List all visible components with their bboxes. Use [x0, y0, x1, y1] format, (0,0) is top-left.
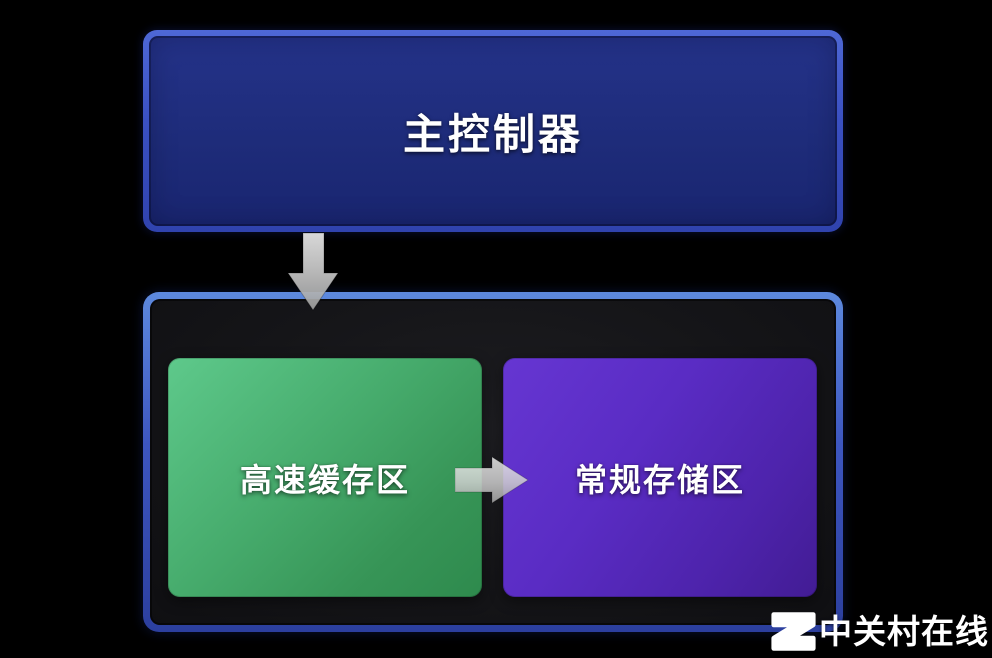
cache-box: 高速缓存区: [168, 358, 482, 597]
storage-panel-fill: 高速缓存区 常规存储区: [150, 299, 836, 625]
storage-panel: 高速缓存区 常规存储区: [143, 292, 843, 632]
watermark: 中关村在线: [770, 610, 989, 653]
controller-label: 主控制器: [402, 109, 583, 159]
right-arrow-icon: [455, 457, 528, 503]
cache-box-label: 高速缓存区: [239, 460, 410, 499]
watermark-brand-text: 中关村在线: [819, 612, 989, 651]
controller-box-fill: 主控制器: [149, 36, 837, 226]
down-arrow-icon: [288, 233, 338, 311]
regular-storage-box: 常规存储区: [503, 358, 817, 597]
regular-storage-box-label: 常规存储区: [574, 460, 745, 499]
zol-z-logo-icon: [771, 612, 816, 651]
controller-box: 主控制器: [143, 30, 843, 232]
